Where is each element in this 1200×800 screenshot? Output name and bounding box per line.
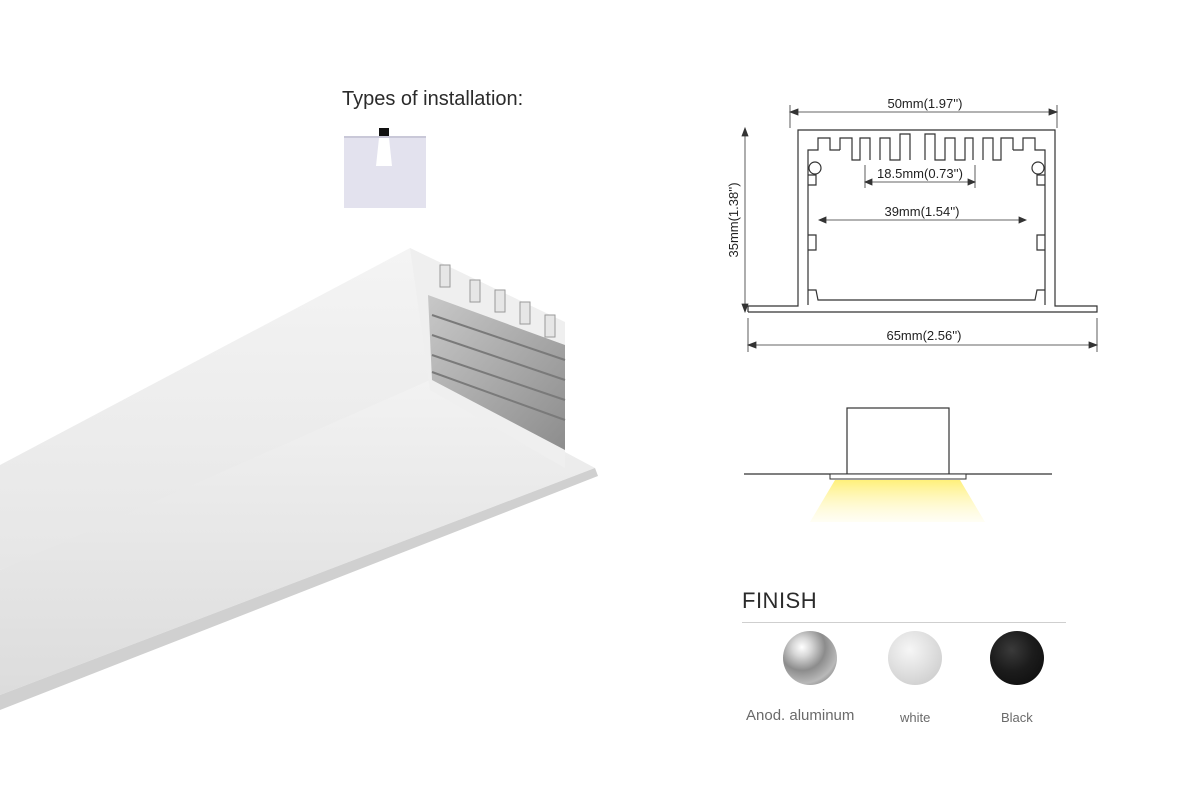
dim-channel: 18.5mm(0.73'') (877, 166, 963, 181)
dim-width-bottom: 65mm(2.56'') (886, 328, 961, 343)
recessed-light-diagram (740, 400, 1060, 535)
finish-divider (742, 622, 1066, 623)
finish-swatch-black (990, 631, 1044, 685)
finish-label-white: white (900, 710, 931, 725)
finish-label-black: Black (1001, 710, 1033, 725)
recessed-install-icon (344, 126, 426, 208)
finish-swatch-anodized (783, 631, 837, 685)
finish-label-anodized: Anod. aluminum (746, 707, 855, 724)
profile-product-render (0, 240, 620, 745)
profile-cross-section-drawing: 50mm(1.97'') 18.5mm(0.73'') 39mm(1.54'')… (720, 90, 1120, 365)
finish-title: FINISH (742, 588, 818, 613)
dim-width-top: 50mm(1.97'') (887, 96, 962, 111)
installation-title: Types of installation: (342, 88, 524, 110)
dim-inner-width: 39mm(1.54'') (884, 204, 959, 219)
finish-swatch-white (888, 631, 942, 685)
dim-height: 35mm(1.38'') (726, 182, 741, 257)
